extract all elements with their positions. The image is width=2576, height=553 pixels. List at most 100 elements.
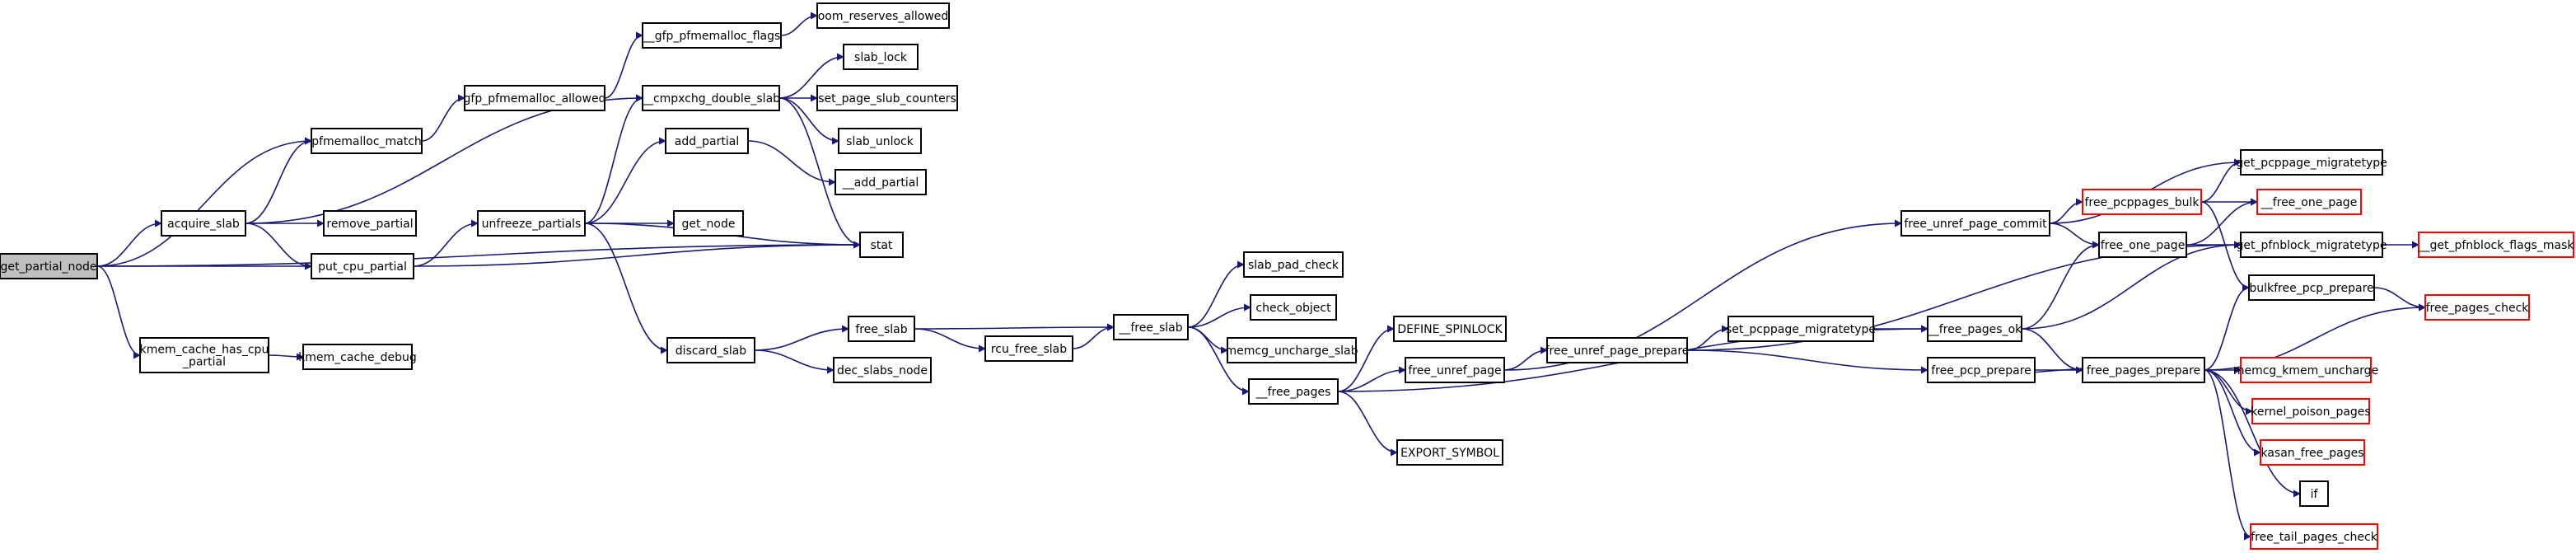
node-box-free-slab bbox=[1113, 314, 1189, 340]
node-slab-pad-check[interactable]: slab_pad_check bbox=[1243, 251, 1344, 278]
node-box-stat bbox=[859, 232, 904, 258]
node-free-pages-check[interactable]: free_pages_check bbox=[2424, 294, 2530, 321]
node-pfmemalloc-match[interactable]: pfmemalloc_match bbox=[311, 128, 423, 154]
node-label-export-symbol: EXPORT_SYMBOL bbox=[1400, 447, 1499, 460]
node-set-pcppage-migratetype[interactable]: set_pcppage_migratetype bbox=[1726, 316, 1876, 342]
edge-free-pages-to-define-spinlock bbox=[1337, 325, 1395, 392]
edge-put-cpu-partial-to-unfreeze-partials bbox=[413, 219, 479, 267]
edge-get-partial-node-to-acquire-slab bbox=[96, 219, 162, 267]
node-label-kmem-cache-has-cpu-partial: kmem_cache_has_cpu bbox=[140, 344, 269, 357]
node-oom-reserves-allowed[interactable]: oom_reserves_allowed bbox=[816, 2, 950, 29]
node-free-one-page[interactable]: __free_one_page bbox=[2256, 189, 2362, 215]
edge-free-slab-to-free-slab bbox=[914, 323, 1115, 331]
node-slab-lock[interactable]: slab_lock bbox=[843, 44, 919, 70]
node-label-acquire-slab: acquire_slab bbox=[167, 218, 240, 231]
node-box-rcu-free-slab bbox=[984, 335, 1073, 362]
edge-put-cpu-partial-to-stat bbox=[413, 241, 861, 267]
node-get-partial-node[interactable]: get_partial_node bbox=[0, 253, 98, 279]
node-free-slab[interactable]: __free_slab bbox=[1113, 314, 1189, 340]
node-memcg-kmem-uncharge[interactable]: memcg_kmem_uncharge bbox=[2233, 357, 2378, 383]
edge-free-pages-ok-to-get-pfnblock-migratetype bbox=[2021, 241, 2242, 330]
node-label-free-unref-page-commit: free_unref_page_commit bbox=[1904, 218, 2047, 231]
node-label-slab-pad-check: slab_pad_check bbox=[1248, 259, 1339, 272]
node-label-pfmemalloc-match: pfmemalloc_match bbox=[311, 135, 422, 148]
node-dec-slabs-node[interactable]: dec_slabs_node bbox=[833, 357, 932, 383]
node-free-pages[interactable]: __free_pages bbox=[1248, 378, 1339, 405]
node-kmem-cache-debug[interactable]: kmem_cache_debug bbox=[298, 344, 417, 370]
node-get-node[interactable]: get_node bbox=[673, 210, 744, 237]
node-gfp-pfmemalloc-allowed[interactable]: gfp_pfmemalloc_allowed bbox=[464, 85, 606, 111]
node-box-free-pages bbox=[1248, 378, 1339, 405]
node-label-free-slab: __free_slab bbox=[1118, 321, 1182, 335]
node-acquire-slab[interactable]: acquire_slab bbox=[161, 210, 246, 237]
node-check-object[interactable]: check_object bbox=[1250, 294, 1337, 321]
node-free-unref-page-commit[interactable]: free_unref_page_commit bbox=[1900, 210, 2050, 237]
node-slab-unlock[interactable]: slab_unlock bbox=[838, 128, 922, 154]
node-discard-slab[interactable]: discard_slab bbox=[666, 337, 755, 363]
node-label-free-pcppages-bulk: free_pcppages_bulk bbox=[2084, 196, 2200, 209]
node-box-free-pages-ok bbox=[1927, 316, 2022, 342]
node-define-spinlock[interactable]: DEFINE_SPINLOCK bbox=[1393, 316, 1507, 342]
node-label-free-pages: __free_pages bbox=[1255, 386, 1331, 399]
node-bulkfree-pcp-prepare[interactable]: bulkfree_pcp_prepare bbox=[2248, 274, 2375, 301]
node-free-pcp-prepare[interactable]: free_pcp_prepare bbox=[1927, 357, 2036, 383]
edge-free-pages-to-free-unref-page bbox=[1337, 366, 1406, 392]
node-rcu-free-slab[interactable]: rcu_free_slab bbox=[984, 335, 1073, 362]
node-label-free-one-page: free_one_page bbox=[2101, 239, 2186, 252]
node-box-free-pcp-prepare bbox=[1927, 357, 2036, 383]
node-free-one-page[interactable]: free_one_page bbox=[2098, 232, 2187, 258]
node-add-partial[interactable]: add_partial bbox=[665, 128, 749, 154]
node-kasan-free-pages[interactable]: kasan_free_pages bbox=[2260, 439, 2365, 466]
edge-free-unref-page-prepare-to-free-pcp-prepare bbox=[1686, 349, 1928, 374]
node-set-page-slub-counters[interactable]: set_page_slub_counters bbox=[816, 85, 958, 111]
node-label-get-pfnblock-migratetype: get_pfnblock_migratetype bbox=[2237, 239, 2387, 252]
node-cmpxchg-double-slab[interactable]: __cmpxchg_double_slab bbox=[641, 85, 780, 111]
node-free-pages-ok[interactable]: __free_pages_ok bbox=[1927, 316, 2022, 342]
edge-add-partial-to-add-partial bbox=[747, 140, 836, 186]
node-box-add-partial bbox=[835, 169, 927, 195]
node-get-pcppage-migratetype[interactable]: get_pcppage_migratetype bbox=[2236, 149, 2387, 176]
node-box-slab-pad-check bbox=[1243, 251, 1344, 278]
node-label-dec-slabs-node: dec_slabs_node bbox=[837, 364, 928, 377]
node-remove-partial[interactable]: remove_partial bbox=[323, 210, 417, 237]
node-label-define-spinlock: DEFINE_SPINLOCK bbox=[1397, 323, 1503, 336]
edge-bulkfree-pcp-prepare-to-free-pages-check bbox=[2373, 287, 2426, 312]
node-label-rcu-free-slab: rcu_free_slab bbox=[991, 343, 1067, 356]
node-free-pages-prepare[interactable]: free_pages_prepare bbox=[2082, 357, 2205, 383]
node-put-cpu-partial[interactable]: put_cpu_partial bbox=[311, 253, 414, 279]
node-label-add-partial: add_partial bbox=[675, 135, 739, 148]
edge-free-slab-to-slab-pad-check bbox=[1187, 260, 1245, 328]
node-export-symbol[interactable]: EXPORT_SYMBOL bbox=[1396, 439, 1503, 466]
node-gfp-pfmemalloc-flags[interactable]: __gfp_pfmemalloc_flags bbox=[642, 22, 782, 49]
node-free-pcppages-bulk[interactable]: free_pcppages_bulk bbox=[2082, 189, 2202, 215]
edge-discard-slab-to-dec-slabs-node bbox=[754, 349, 835, 374]
edge-acquire-slab-to-pfmemalloc-match bbox=[245, 137, 312, 224]
node-box-unfreeze-partials bbox=[477, 210, 586, 237]
node-free-unref-page-prepare[interactable]: free_unref_page_prepare bbox=[1545, 337, 1690, 363]
node-get-pfnblock-migratetype[interactable]: get_pfnblock_migratetype bbox=[2237, 232, 2387, 258]
node-box-set-pcppage-migratetype bbox=[1727, 316, 1874, 342]
node-label-cmpxchg-double-slab: __cmpxchg_double_slab bbox=[641, 92, 780, 105]
node-box-get-pfnblock-migratetype bbox=[2240, 232, 2383, 258]
node-kernel-poison-pages[interactable]: kernel_poison_pages bbox=[2251, 398, 2371, 424]
node-free-slab[interactable]: free_slab bbox=[848, 316, 915, 342]
node-box-dec-slabs-node bbox=[833, 357, 932, 383]
node-box-memcg-uncharge-slab bbox=[1227, 337, 1357, 363]
node-unfreeze-partials[interactable]: unfreeze_partials bbox=[477, 210, 586, 237]
node-if[interactable]: if bbox=[2299, 480, 2329, 507]
node-box-oom-reserves-allowed bbox=[816, 2, 950, 29]
node-label-oom-reserves-allowed: oom_reserves_allowed bbox=[818, 10, 949, 23]
node-label-memcg-kmem-uncharge: memcg_kmem_uncharge bbox=[2233, 364, 2378, 377]
node-stat[interactable]: stat bbox=[859, 232, 904, 258]
node-box-get-pcppage-migratetype bbox=[2240, 149, 2383, 176]
node-label-kmem-cache-debug: kmem_cache_debug bbox=[298, 351, 417, 364]
node-add-partial[interactable]: __add_partial bbox=[835, 169, 927, 195]
node-kmem-cache-has-cpu-partial[interactable]: kmem_cache_has_cpu_partial bbox=[139, 337, 269, 373]
node-memcg-uncharge-slab[interactable]: memcg_uncharge_slab bbox=[1225, 337, 1358, 363]
node-free-tail-pages-check[interactable]: free_tail_pages_check bbox=[2250, 523, 2378, 550]
node-free-unref-page[interactable]: free_unref_page bbox=[1405, 357, 1505, 383]
node-get-pfnblock-flags-mask[interactable]: __get_pfnblock_flags_mask bbox=[2417, 232, 2574, 258]
node-label-if: if bbox=[2311, 488, 2319, 501]
